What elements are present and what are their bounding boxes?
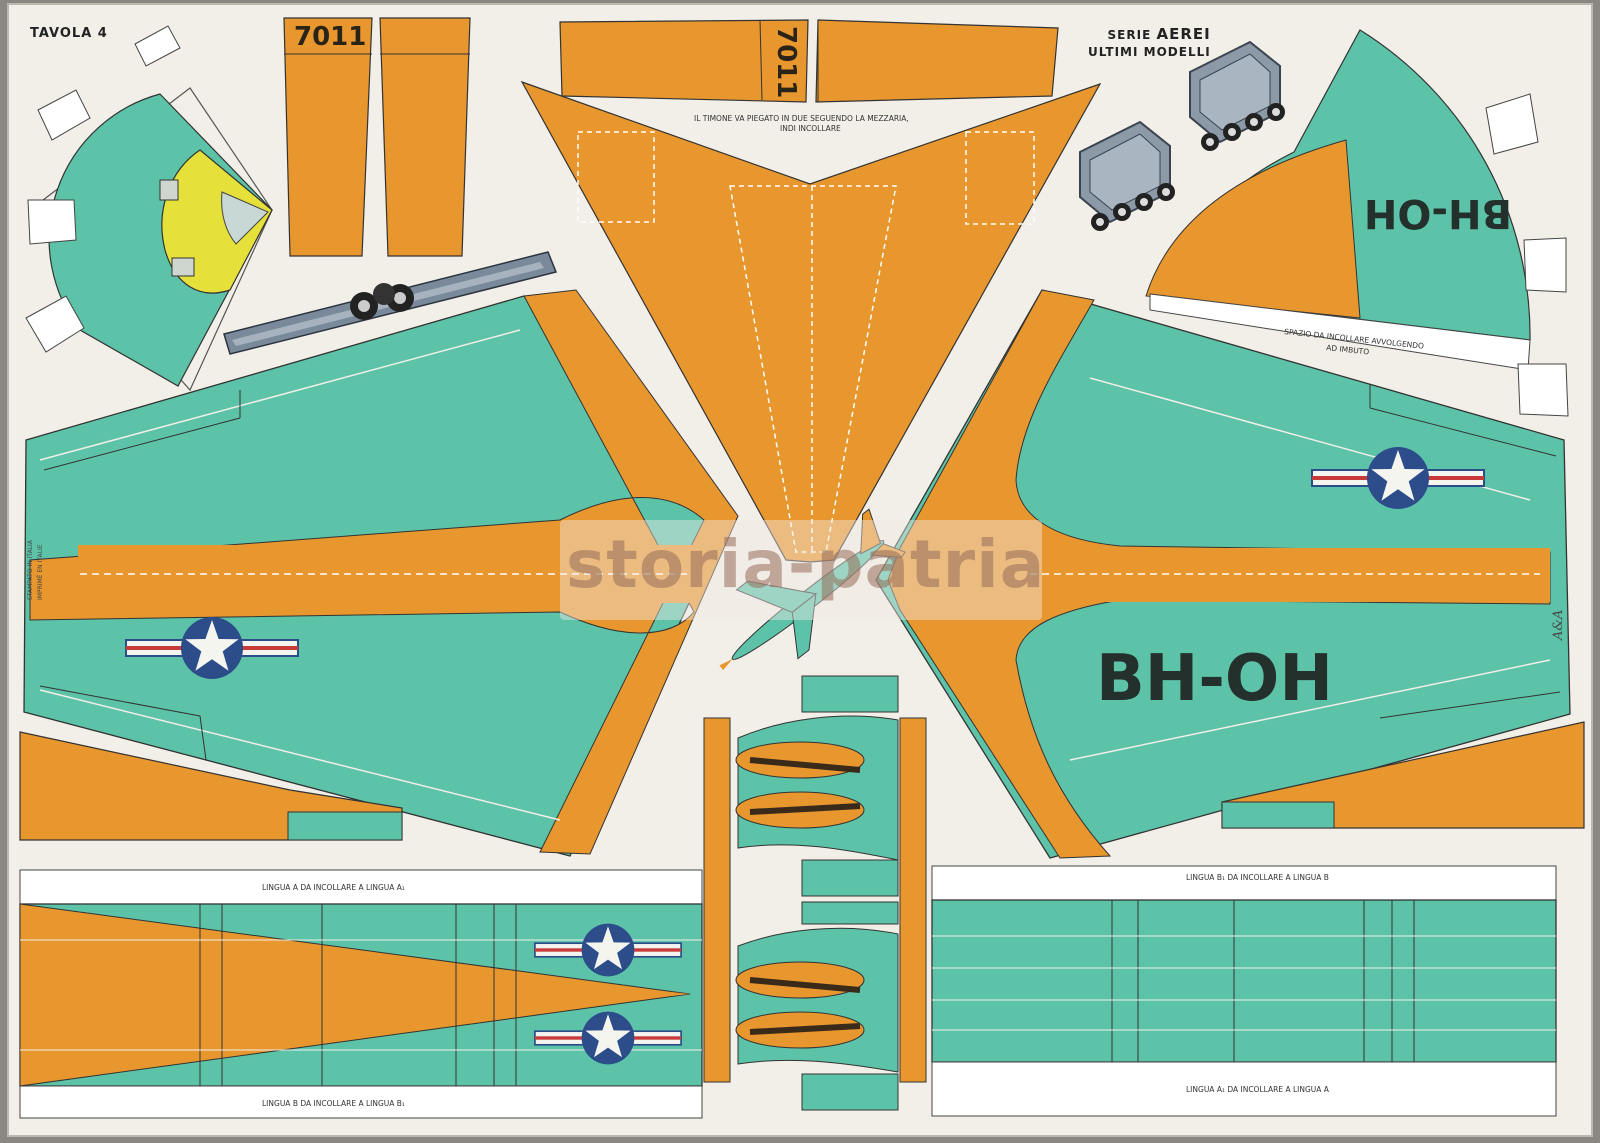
wing-fillet-pieces xyxy=(19,721,1585,841)
main-gear-piece xyxy=(223,251,558,355)
series-name: AEREI xyxy=(1156,25,1211,43)
tab-a-note: LINGUA A DA INCOLLARE A LINGUA A₁ xyxy=(262,883,405,892)
series-subtitle: ULTIMI MODELLI xyxy=(1088,45,1211,59)
printed-in-italy: STAMPATO IN ITALIA xyxy=(27,539,34,600)
vertical-tail-pieces xyxy=(283,17,1059,257)
publisher-mark: A&A xyxy=(1551,610,1566,641)
plate-label: TAVOLA 4 xyxy=(30,26,108,41)
rudder-note-1: IL TIMONE VA PIEGATO IN DUE SEGUENDO LA … xyxy=(694,114,909,123)
left-wing-piece xyxy=(23,289,739,857)
fuselage-right-piece xyxy=(931,865,1557,1117)
nose-fairing-piece xyxy=(1145,29,1569,417)
registration-nose: BH-OH xyxy=(1364,190,1512,236)
tab-a1-note: LINGUA A₁ DA INCOLLARE A LINGUA A xyxy=(1186,1085,1330,1094)
tailplane-piece xyxy=(520,80,1102,563)
nose-note-2: AD IMBUTO xyxy=(1326,343,1370,356)
watermark-text: storia-patria xyxy=(566,526,1046,603)
printed-in-italy-fr: IMPRIMÉ EN ITALIE xyxy=(36,544,44,600)
right-wing-piece xyxy=(875,289,1571,859)
series-title: SERIE AEREI ULTIMI MODELLI xyxy=(1088,26,1211,61)
registration-wing: BH-OH xyxy=(1096,642,1333,716)
tail-number-left: 7011 xyxy=(294,22,366,52)
series-prefix: SERIE xyxy=(1107,28,1152,42)
tab-b-note: LINGUA B DA INCOLLARE A LINGUA B₁ xyxy=(262,1099,405,1108)
fuselage-left-piece xyxy=(19,869,703,1119)
tab-b1-note: LINGUA B₁ DA INCOLLARE A LINGUA B xyxy=(1186,873,1329,882)
jet-airplane-icon xyxy=(719,508,906,671)
nose-cone-piece xyxy=(25,25,273,392)
watermark-band xyxy=(560,520,1042,620)
engine-pod-pieces xyxy=(703,675,927,1111)
rudder-note-2: INDI INCOLLARE xyxy=(780,124,841,133)
tail-number-right: 7011 xyxy=(771,26,801,98)
